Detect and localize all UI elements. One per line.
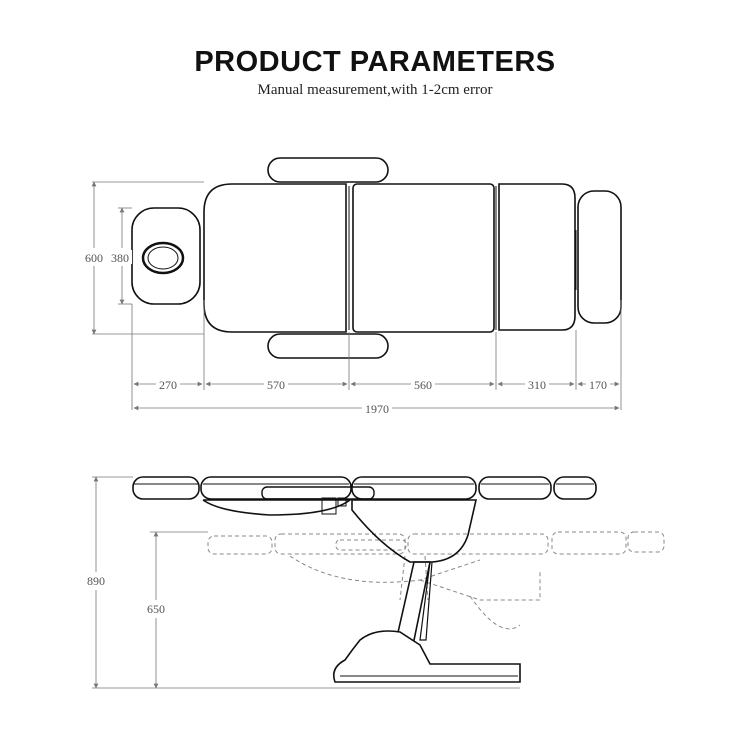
back-section xyxy=(203,183,347,333)
side-headrest xyxy=(132,476,200,500)
armrest-bottom xyxy=(267,333,389,359)
seat-section xyxy=(352,183,495,333)
dim-segment-leg: 310 xyxy=(528,378,546,392)
dim-segment-seat: 560 xyxy=(414,378,432,392)
top-view xyxy=(131,157,622,359)
page-title: PRODUCT PARAMETERS xyxy=(194,46,556,78)
dim-headrest-width: 380 xyxy=(111,251,129,265)
side-view xyxy=(132,476,597,683)
dim-height-min: 650 xyxy=(147,602,165,616)
dim-length-total: 1970 xyxy=(365,402,389,416)
side-view-dimensions xyxy=(92,476,520,689)
armrest-top xyxy=(267,157,389,183)
dim-segment-headrest: 270 xyxy=(159,378,177,392)
side-seat xyxy=(351,476,477,500)
dim-segment-foot: 170 xyxy=(589,378,607,392)
dim-width-total: 600 xyxy=(85,251,103,265)
top-view-dimensions xyxy=(91,181,622,411)
side-back xyxy=(200,476,352,500)
side-armrest xyxy=(261,486,375,500)
side-leg xyxy=(478,476,552,500)
base-pedal xyxy=(332,630,521,683)
leg-section xyxy=(498,183,576,331)
side-view-lowered-dashed xyxy=(207,531,665,630)
page-subtitle: Manual measurement,with 1-2cm error xyxy=(257,82,493,98)
dim-segment-back: 570 xyxy=(267,378,285,392)
footrest xyxy=(577,190,622,324)
side-foot xyxy=(553,476,597,500)
face-hole xyxy=(141,241,185,275)
dim-height-max: 890 xyxy=(87,574,105,588)
